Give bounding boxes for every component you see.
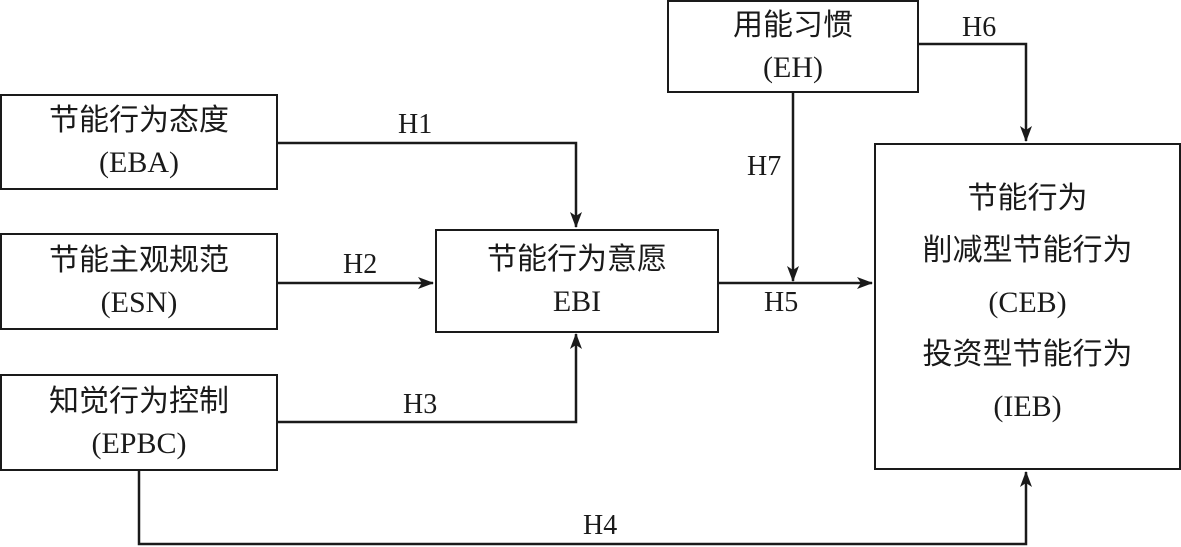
node-epbc: 知觉行为控制 (EPBC) <box>0 374 278 471</box>
node-ceb-name: 削减型节能行为 <box>922 232 1133 268</box>
node-eba: 节能行为态度 (EBA) <box>0 94 278 190</box>
node-eh-name: 用能习惯 <box>733 7 853 43</box>
node-epbc-abbr: (EPBC) <box>91 426 187 460</box>
node-esn: 节能主观规范 (ESN) <box>0 233 278 330</box>
edge-label-h4: H4 <box>583 510 618 541</box>
node-ebi-abbr: EBI <box>552 285 602 318</box>
arrow-h4 <box>137 470 1032 546</box>
edge-label-h3: H3 <box>403 389 438 420</box>
node-epbc-name: 知觉行为控制 <box>49 383 229 419</box>
arrow-h6 <box>917 42 1032 142</box>
node-eba-name: 节能行为态度 <box>49 103 229 138</box>
node-eb: 节能行为 削减型节能行为 (CEB) 投资型节能行为 (IEB) <box>874 143 1181 470</box>
arrow-h1 <box>276 141 582 228</box>
node-eb-title: 节能行为 <box>967 180 1088 216</box>
edge-label-h7: H7 <box>747 151 782 182</box>
node-ieb-name: 投资型节能行为 <box>922 336 1133 372</box>
edge-label-h2: H2 <box>343 249 378 280</box>
edge-label-h5: H5 <box>764 287 799 318</box>
node-ieb-abbr: (IEB) <box>993 389 1062 423</box>
node-ebi: 节能行为意愿 EBI <box>435 229 719 333</box>
node-esn-name: 节能主观规范 <box>49 242 229 278</box>
node-eh: 用能习惯 (EH) <box>667 0 919 93</box>
edge-label-h1: H1 <box>398 109 433 140</box>
node-esn-abbr: (ESN) <box>100 285 178 319</box>
node-eh-abbr: (EH) <box>763 50 823 84</box>
arrow-h3 <box>276 333 582 424</box>
node-eba-abbr: (EBA) <box>99 146 179 179</box>
node-ebi-name: 节能行为意愿 <box>487 242 667 277</box>
edge-label-h6: H6 <box>962 12 997 43</box>
node-ceb-abbr: (CEB) <box>988 285 1067 319</box>
